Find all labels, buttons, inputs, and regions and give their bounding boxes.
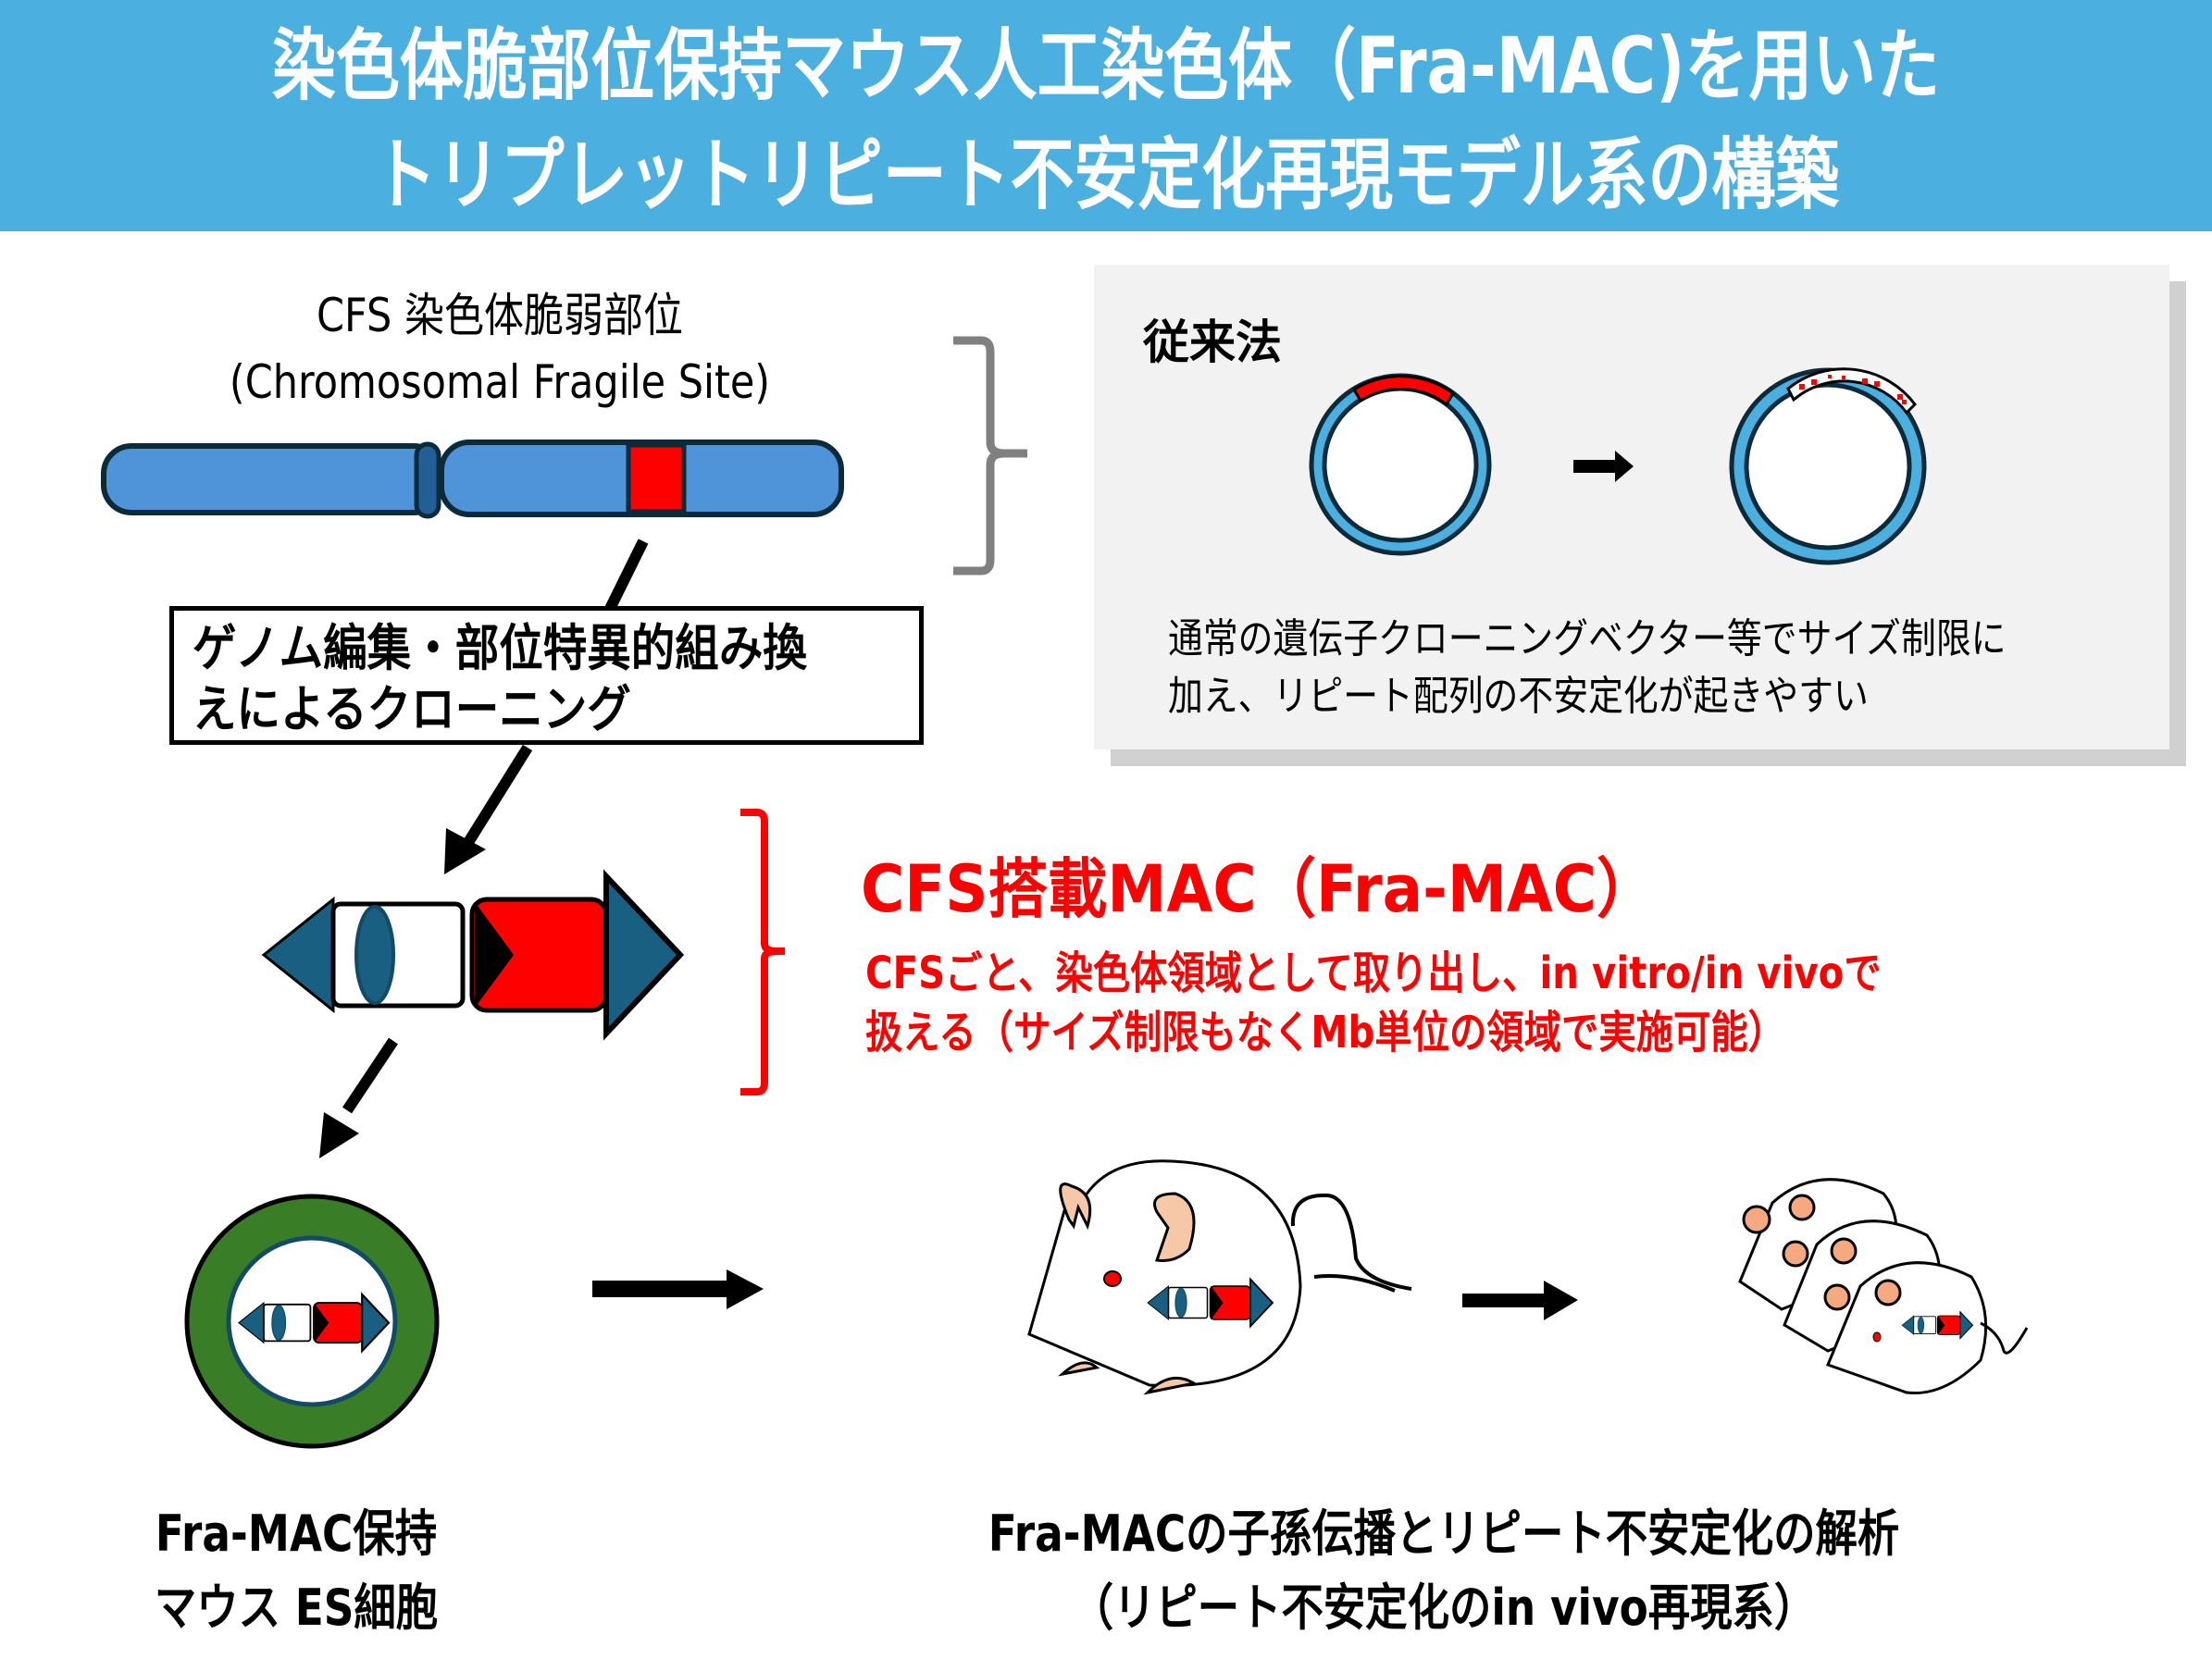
title-line-2: トリプレットリピート不安定化再現モデル系の構築 <box>372 130 1840 220</box>
mouse-offspring-group <box>1738 1178 2029 1395</box>
mouse-label-line-2: （リピート不安定化のin vivo再現系） <box>1071 1579 1817 1637</box>
arrow-down-left-1 <box>444 744 533 874</box>
cfs-label-line-1: CFS 染色体脆弱部位 <box>317 289 683 342</box>
mouse-offspring-3 <box>1826 1261 1988 1395</box>
conventional-desc-line-2: 加え、リピート配列の不安定化が起きやすい <box>1168 673 1869 720</box>
arrow-right-to-offspring <box>1462 1281 1578 1320</box>
gray-bracket <box>953 336 1027 576</box>
cloning-line-2: えによるクローニング <box>193 680 631 738</box>
es-cell-label-line-2: マウス ES細胞 <box>154 1579 439 1637</box>
fra-mac-description: CFSごと、染色体領域として取り出し、in vitro/in vivoで 扱える… <box>865 944 1882 1062</box>
chromosome <box>101 440 844 519</box>
mouse-founder <box>1027 1159 1412 1395</box>
red-bracket <box>740 809 785 1096</box>
fragile-site-band <box>626 442 687 514</box>
fra-mac-title: CFS搭載MAC（Fra-MAC） <box>861 851 1657 927</box>
title-banner: 染色体脆部位保持マウス人工染色体（Fra-MAC)を用いた トリプレットリピート… <box>0 0 2212 231</box>
es-cell-label: Fra-MAC保持 マウス ES細胞 <box>141 1497 452 1645</box>
plasmid-before <box>1309 373 1492 556</box>
fra-mac-desc-line-2: 扱える（サイズ制限もなくMb単位の領域で実施可能） <box>865 1007 1785 1059</box>
fra-mac-desc-line-1: CFSごと、染色体領域として取り出し、in vitro/in vivoで <box>865 947 1882 999</box>
arrow-right-conventional <box>1573 451 1634 482</box>
conventional-method-title: 従来法 <box>1143 316 1282 369</box>
title-line-1: 染色体脆部位保持マウス人工染色体（Fra-MAC)を用いた <box>271 20 1941 111</box>
arrow-down-left-2 <box>319 1037 398 1158</box>
arrow-right-es-to-mouse <box>592 1269 764 1309</box>
es-cell <box>184 1194 440 1449</box>
cfs-label: CFS 染色体脆弱部位 (Chromosomal Fragile Site) <box>166 282 834 415</box>
conventional-method-panel <box>1094 265 2169 749</box>
conventional-method-description: 通常の遺伝子クローニングベクター等でサイズ制限に 加え、リピート配列の不安定化が… <box>1168 611 2007 725</box>
cloning-method-box: ゲノム編集・部位特異的組み換 えによるクローニング <box>169 606 924 745</box>
es-cell-label-line-1: Fra-MAC保持 <box>155 1504 438 1563</box>
plasmid-after <box>1729 367 1927 565</box>
conventional-desc-line-1: 通常の遺伝子クローニングベクター等でサイズ制限に <box>1168 615 2007 662</box>
mouse-label-line-1: Fra-MACの子孫伝播とリピート不安定化の解析 <box>988 1504 1900 1563</box>
arrow-line-1 <box>603 539 649 613</box>
cfs-label-line-2: (Chromosomal Fragile Site) <box>229 355 771 409</box>
fra-mac-construct <box>264 876 680 1034</box>
mouse-analysis-label: Fra-MACの子孫伝播とリピート不安定化の解析 （リピート不安定化のin vi… <box>915 1497 1972 1645</box>
cloning-line-1: ゲノム編集・部位特異的組み換 <box>193 619 807 677</box>
